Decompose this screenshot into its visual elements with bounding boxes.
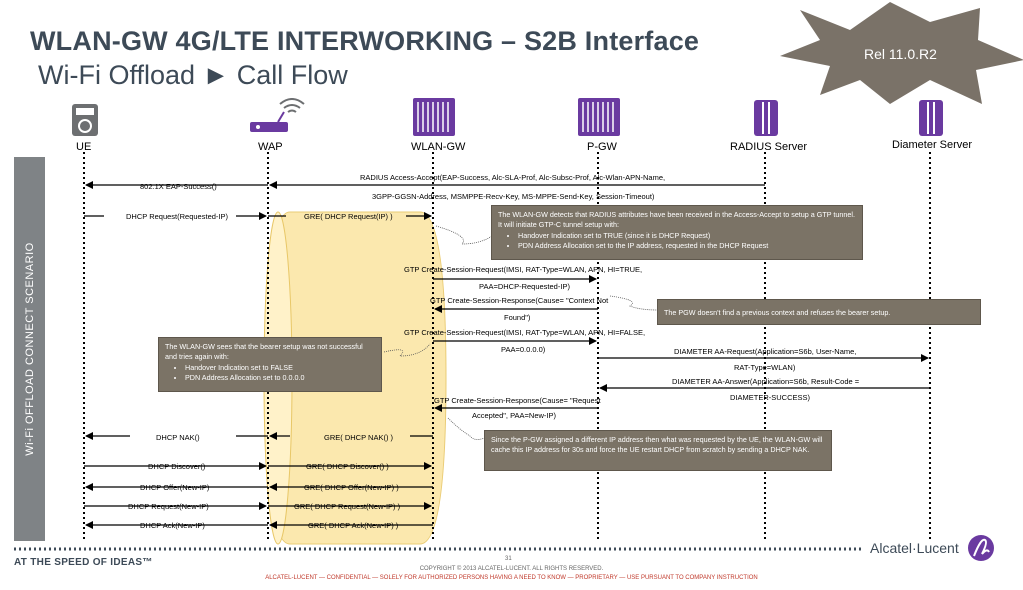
msg-gtp-resp2-line1: GTP Create-Session-Response(Cause= "Requ… [434,396,601,405]
page-title: WLAN-GW 4G/LTE INTERWORKING – S2B Interf… [30,26,700,56]
msg-gre-dhcp-nak: GRE( DHCP NAK() ) [324,433,394,442]
msg-dhcp-ack: DHCP Ack(New-IP) [140,521,205,530]
company-logo-text: Alcatel·Lucent [870,540,959,556]
callout-connector-3 [383,343,431,357]
msg-diam-ans-line2: DIAMETER-SUCCESS) [730,393,811,402]
msg-gre-dhcp-request: GRE( DHCP Request(IP) ) [304,212,393,221]
msg-dhcp-request-new: DHCP Request(New-IP) [128,502,209,511]
phone-icon [72,104,98,136]
scenario-sidebar: Wi-Fi OFFLOAD CONNECT SCENARIO [14,157,45,541]
release-label: Rel 11.0.R2 [864,46,937,62]
callout-connector-4 [447,417,485,440]
note-bullets: Handover Indication set to FALSE PDN Add… [165,363,375,383]
msg-gtp-resp1-line1: GTP Create-Session-Response(Cause= "Cont… [430,296,609,305]
note-pgw-new-ip: Since the P-GW assigned a different IP a… [484,430,832,471]
wlan-gw-router-icon [413,98,455,136]
footer-confidential: ALCATEL-LUCENT — CONFIDENTIAL — SOLELY F… [265,575,758,581]
msg-eap-success: 802.1X EAP-Success() [140,182,217,191]
page-subtitle: Wi-Fi Offload ► Call Flow [38,60,348,90]
note-bullet: PDN Address Allocation set to 0.0.0.0 [185,373,375,383]
diameter-server-icon [919,100,943,136]
msg-gtp-csr1-line1: GTP Create-Session-Request(IMSI, RAT-Typ… [404,265,643,274]
msg-radius-accept-line1: RADIUS Access-Accept(EAP-Success, Alc-SL… [360,173,666,182]
msg-dhcp-offer: DHCP Offer(New-IP) [140,483,210,492]
msg-gtp-csr1-line2: PAA=DHCP-Requested-IP) [479,282,570,291]
msg-dhcp-request: DHCP Request(Requested-IP) [126,212,228,221]
note-text: The WLAN-GW detects that RADIUS attribut… [498,210,856,229]
msg-gre-dhcp-ack: GRE( DHCP Ack(New-IP) ) [308,521,399,530]
msg-gre-dhcp-discover: GRE( DHCP Discover() ) [306,462,389,471]
msg-gtp-resp1-line2: Found") [504,313,531,322]
note-bullet: PDN Address Allocation set to the IP add… [518,241,856,251]
note-wlan-gw-retry: The WLAN-GW sees that the bearer setup w… [158,337,382,392]
note-wlan-gw-detects: The WLAN-GW detects that RADIUS attribut… [491,205,863,260]
node-label-diameter: Diameter Server [892,139,973,151]
wifi-router-icon [250,98,305,132]
msg-dhcp-discover: DHCP Discover() [148,462,206,471]
note-bullet: Handover Indication set to FALSE [185,363,375,373]
node-label-wlan-gw: WLAN-GW [411,141,466,153]
node-label-radius: RADIUS Server [730,141,808,153]
company-logo-icon [968,535,994,561]
footer-tagline: AT THE SPEED OF IDEAS™ [14,557,153,568]
node-label-pgw: P-GW [587,141,617,153]
msg-gre-dhcp-offer: GRE( DHCP Offer(New-IP) ) [304,483,399,492]
msg-diam-req-line2: RAT-Type=WLAN) [734,363,796,372]
msg-diam-req-line1: DIAMETER AA-Request(Application=S6b, Use… [674,347,857,356]
msg-gtp-csr2-line2: PAA=0.0.0.0) [501,345,546,354]
footer-copyright: COPYRIGHT © 2013 ALCATEL-LUCENT. ALL RIG… [419,566,604,572]
note-text: Since the P-GW assigned a different IP a… [491,435,823,454]
starburst-shape [780,2,1023,104]
msg-dhcp-nak: DHCP NAK() [156,433,200,442]
release-badge [780,2,1023,104]
node-label-ue: UE [76,141,92,153]
note-bullet: Handover Indication set to TRUE (since i… [518,231,856,241]
msg-gre-dhcp-request-new: GRE( DHCP Request(New-IP) ) [294,502,401,511]
pgw-router-icon [578,98,620,136]
msg-radius-accept-line2: 3GPP-GGSN-Address, MSMPPE-Recv-Key, MS-M… [372,192,655,201]
note-bullets: Handover Indication set to TRUE (since i… [498,231,856,251]
note-text: The WLAN-GW sees that the bearer setup w… [165,342,363,361]
radius-server-icon [754,100,778,136]
note-pgw-no-context: The PGW doesn't find a previous context … [657,299,981,325]
msg-gtp-resp2-line2: Accepted", PAA=New-IP) [472,411,557,420]
callout-connector-1 [435,225,493,245]
node-label-wap: WAP [258,141,283,153]
note-text: The PGW doesn't find a previous context … [664,308,891,317]
footer-dotted-line [14,547,864,551]
page-number: 31 [505,556,512,562]
callout-connector-2 [609,295,659,311]
msg-gtp-csr2-line1: GTP Create-Session-Request(IMSI, RAT-Typ… [404,328,646,337]
msg-diam-ans-line1: DIAMETER AA-Answer(Application=S6b, Resu… [672,377,860,386]
